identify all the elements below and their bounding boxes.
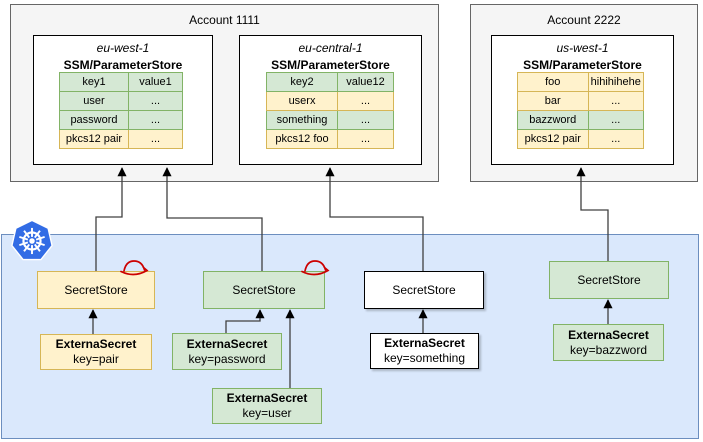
secretstore-3[interactable]: SecretStore [364, 271, 484, 309]
secretstore-label: SecretStore [392, 283, 456, 297]
table-row: pkcs12 pair ... [517, 129, 645, 149]
externalsecret-title: ExternaSecret [186, 336, 268, 351]
externalsecret-pair[interactable]: ExternaSecret key=pair [40, 334, 152, 370]
region-name: us-west-1 [556, 41, 609, 55]
account-title: Account 1111 [189, 13, 260, 27]
table-row: pkcs12 foo ... [265, 129, 394, 149]
table-row: userx ... [265, 91, 394, 111]
secretstore-label: SecretStore [577, 273, 641, 287]
secretstore-label: SecretStore [64, 283, 128, 297]
parameter-table-us-west-1: foo hihihihehe bar ... bazzword ... pkcs… [517, 72, 645, 149]
externalsecret-key: key=user [242, 406, 292, 420]
externalsecret-key: key=password [188, 351, 266, 366]
parameter-table-eu-west-1: key1 value1 user ... password ... pkcs12… [59, 72, 184, 149]
parameter-table-eu-central-1: key2 value12 userx ... something ... pkc… [265, 72, 394, 149]
externalsecret-password[interactable]: ExternaSecret key=password [172, 333, 282, 370]
secretstore-1[interactable]: SecretStore [37, 271, 155, 309]
region-name: eu-central-1 [298, 41, 363, 55]
secretstore-2[interactable]: SecretStore [203, 271, 325, 309]
externalsecret-bazzword[interactable]: ExternaSecret key=bazzword [553, 324, 664, 361]
externalsecret-title: ExternaSecret [568, 327, 649, 342]
red-hat-fedora-icon [299, 258, 331, 279]
table-row: bazzword ... [517, 110, 645, 130]
parameter-store-title: SSM/ParameterStore [63, 58, 183, 72]
parameter-store-title: SSM/ParameterStore [271, 58, 390, 72]
externalsecret-key: key=something [383, 351, 466, 365]
account-title: Account 2222 [547, 13, 621, 27]
table-row: something ... [265, 110, 394, 130]
externalsecret-key: key=pair [73, 352, 119, 366]
externalsecret-user[interactable]: ExternaSecret key=user [212, 388, 322, 424]
externalsecret-title: ExternaSecret [55, 337, 137, 351]
secretstore-label: SecretStore [232, 283, 296, 297]
externalsecret-title: ExternaSecret [384, 336, 465, 350]
table-row: pkcs12 pair ... [59, 129, 184, 149]
table-row: foo hihihihehe [517, 72, 645, 92]
table-row: password ... [59, 110, 184, 130]
red-hat-fedora-icon [118, 258, 150, 279]
table-row: bar ... [517, 91, 645, 111]
table-row: user ... [59, 91, 184, 111]
parameter-store-title: SSM/ParameterStore [523, 58, 642, 72]
secretstore-4[interactable]: SecretStore [549, 261, 669, 299]
table-row: key2 value12 [265, 72, 394, 92]
region-name: eu-west-1 [96, 41, 150, 55]
table-row: key1 value1 [59, 72, 184, 92]
externalsecret-key: key=bazzword [569, 342, 648, 357]
externalsecret-something[interactable]: ExternaSecret key=something [370, 333, 479, 369]
externalsecret-title: ExternaSecret [226, 391, 308, 405]
kubernetes-icon [10, 218, 54, 264]
